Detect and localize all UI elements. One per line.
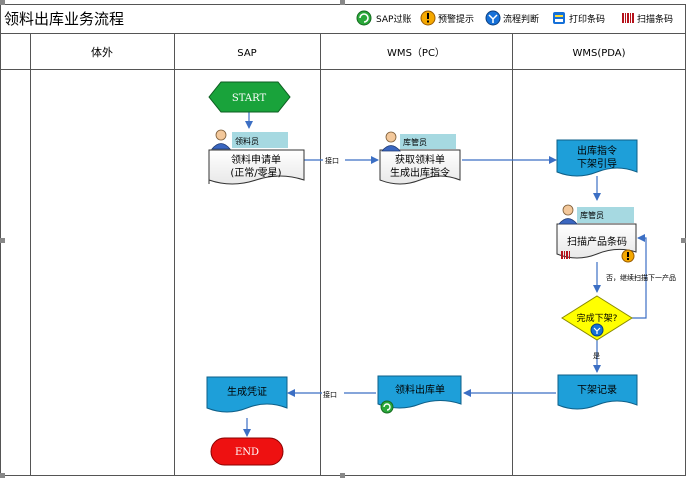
- edge-label-interface-2: 接口: [323, 390, 337, 399]
- edge-decision-no-loop: [632, 234, 647, 319]
- print-barcode-icon: [553, 12, 565, 24]
- wms-pc-role-tag: [400, 134, 456, 149]
- legend-scan-barcode: 扫描条码: [637, 13, 673, 25]
- edge-label-interface-1: 接口: [325, 156, 339, 165]
- scan-barcode-icon: [561, 251, 570, 259]
- legend-print-barcode: 打印条码: [569, 13, 605, 25]
- requisition-line2: (正常/零星): [230, 166, 281, 179]
- edge-label-continue-scan: 否，继续扫描下一产品: [606, 273, 676, 282]
- flow-decision-icon: [485, 10, 501, 26]
- scan-barcode-icon: [622, 13, 634, 23]
- issue-doc-label: 领料出库单: [395, 383, 445, 396]
- end-node: END: [210, 437, 284, 466]
- flow-decision-icon: [590, 323, 604, 337]
- get-req-line2: 生成出库指令: [390, 166, 450, 179]
- warning-icon: [621, 249, 635, 263]
- start-node: START: [208, 81, 291, 113]
- legend-warning: 预警提示: [438, 13, 474, 25]
- legend-flow-decision: 流程判断: [503, 13, 539, 25]
- user-icon: [381, 131, 401, 152]
- sap-posting-icon: [380, 400, 394, 414]
- requisition-document: 领料员 领料申请单 (正常/零星): [208, 129, 305, 185]
- shelf-record-label: 下架记录: [577, 384, 617, 396]
- scan-product-document: 库管员 扫描产品条码: [556, 204, 637, 263]
- decision-node: 完成下架?: [561, 295, 633, 341]
- requisition-role-tag: [232, 132, 288, 148]
- start-label: START: [232, 93, 267, 104]
- voucher-document: 生成凭证: [206, 376, 288, 413]
- legend-sap-posting: SAP过账: [376, 13, 411, 25]
- shelf-record-document: 下架记录: [557, 374, 638, 410]
- get-requisition-document: 库管员 获取领料单 生成出库指令: [379, 131, 461, 185]
- pda-role: 库管员: [580, 210, 604, 220]
- outbound-line1: 出库指令: [577, 144, 617, 157]
- diagram-title: 领料出库业务流程: [4, 10, 124, 28]
- lane-header-wms-pda: WMS(PDA): [572, 48, 625, 59]
- sap-posting-icon: [356, 10, 372, 26]
- end-label: END: [235, 447, 259, 458]
- lane-header-external: 体外: [91, 45, 113, 59]
- user-icon: [558, 204, 578, 225]
- wms-pc-role: 库管员: [403, 137, 427, 147]
- scan-product-label: 扫描产品条码: [567, 235, 627, 248]
- outbound-instruction-document: 出库指令 下架引导: [556, 139, 638, 177]
- user-icon: [211, 129, 231, 150]
- lane-header-sap: SAP: [237, 48, 256, 59]
- edge-label-yes: 是: [593, 352, 600, 360]
- requisition-line1: 领料申请单: [231, 153, 281, 166]
- outbound-line2: 下架引导: [577, 158, 617, 170]
- legend: SAP过账 预警提示 流程判断 打印条码 扫描条码: [356, 10, 673, 26]
- get-req-line1: 获取领料单: [395, 153, 445, 166]
- lane-header-wms-pc: WMS（PC）: [387, 47, 445, 59]
- warning-icon: [420, 10, 436, 26]
- pda-role-tag: [577, 207, 634, 223]
- voucher-label: 生成凭证: [227, 385, 267, 398]
- issue-document: 领料出库单: [377, 375, 462, 414]
- requisition-role: 领料员: [235, 136, 259, 146]
- decision-label: 完成下架?: [577, 312, 618, 324]
